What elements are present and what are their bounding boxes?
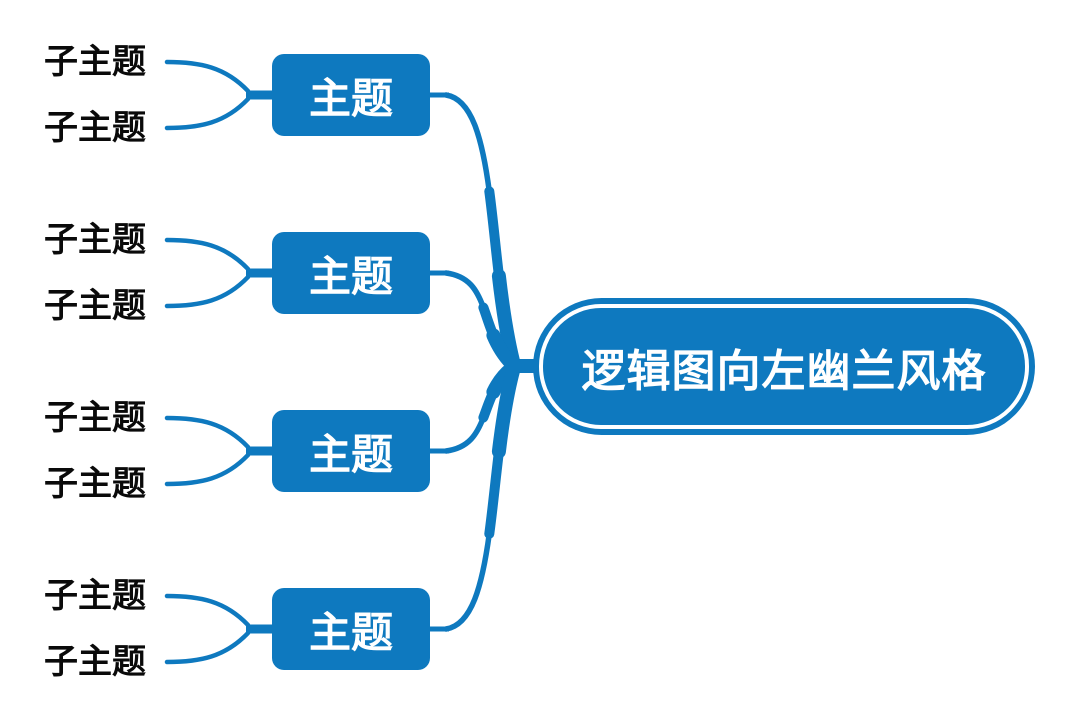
central-topic-label: 逻辑图向左幽兰风格 <box>581 346 987 396</box>
branch-3-subtopic-1-curve <box>164 415 251 450</box>
branch-3-subtopic-2-curve <box>164 452 251 487</box>
subtopic-1-2[interactable]: 子主题 <box>44 109 146 147</box>
topic-node-3[interactable]: 主题 <box>272 410 430 492</box>
topic-2-label: 主题 <box>308 252 393 300</box>
branch-3-curve-a <box>443 414 487 454</box>
branch-4-subtopic-2-curve <box>164 630 251 665</box>
subtopic-connectors-branch-1 <box>164 59 276 131</box>
branch-1-curve-a <box>443 92 493 195</box>
topic-1-label: 主题 <box>308 74 393 122</box>
subtopic-4-2[interactable]: 子主题 <box>44 643 146 681</box>
topic-node-1[interactable]: 主题 <box>272 54 430 136</box>
connector-branch-4-to-central <box>425 364 520 632</box>
branch-2-subtopic-1-curve <box>164 237 251 272</box>
branch-4-subtopic-1-curve <box>164 593 251 628</box>
branch-4-curve-c <box>491 364 520 459</box>
branch-2-subtopic-2-curve <box>164 274 251 309</box>
subtopic-2-1[interactable]: 子主题 <box>44 221 146 259</box>
topic-3-label: 主题 <box>308 430 393 478</box>
subtopic-2-2[interactable]: 子主题 <box>44 287 146 325</box>
subtopic-connectors-branch-2 <box>164 237 276 309</box>
topic-node-2[interactable]: 主题 <box>272 232 430 314</box>
topic-node-4[interactable]: 主题 <box>272 588 430 670</box>
connector-branch-1-to-central <box>425 92 520 368</box>
subtopic-4-1[interactable]: 子主题 <box>44 577 146 615</box>
subtopic-connectors-branch-4 <box>164 593 276 665</box>
subtopic-connectors-branch-3 <box>164 415 276 487</box>
topic-4-label: 主题 <box>308 608 393 656</box>
branch-4-curve-a <box>443 531 493 632</box>
branch-2-curve-a <box>443 270 487 311</box>
branch-1-subtopic-2-curve <box>164 96 251 131</box>
subtopic-1-1[interactable]: 子主题 <box>44 43 146 81</box>
subtopic-3-1[interactable]: 子主题 <box>44 399 146 437</box>
subtopic-3-2[interactable]: 子主题 <box>44 465 146 503</box>
central-topic-node[interactable]: 逻辑图向左幽兰风格 <box>533 298 1035 435</box>
branch-1-subtopic-1-curve <box>164 59 251 94</box>
